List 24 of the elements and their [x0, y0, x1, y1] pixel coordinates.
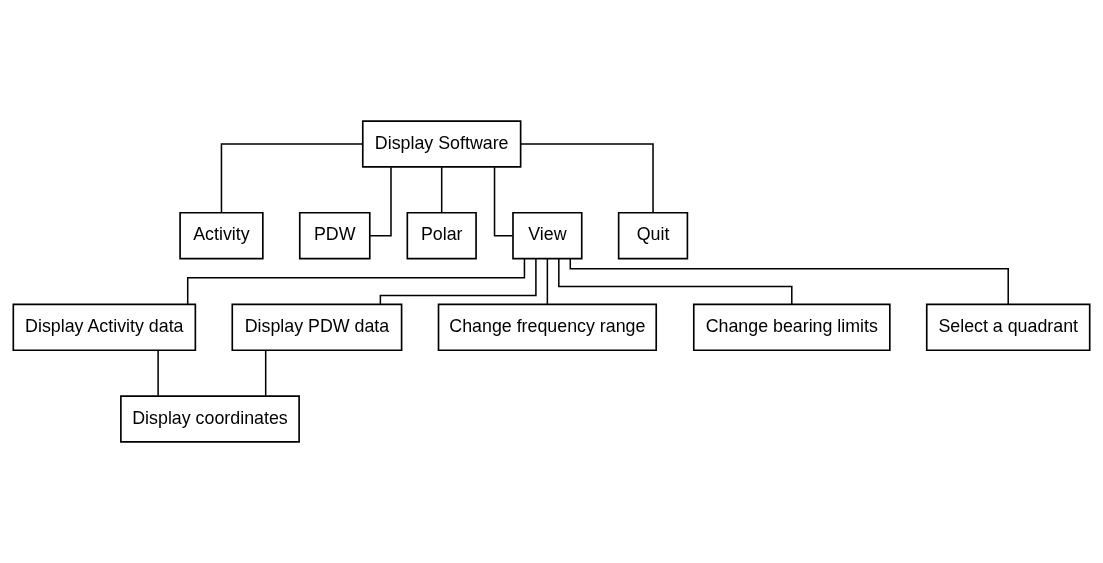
node-box: Quit [617, 211, 689, 260]
connector [546, 258, 549, 305]
connector [569, 257, 1009, 305]
connector [369, 166, 392, 237]
node-box: Activity [179, 211, 264, 260]
connector [220, 143, 363, 214]
connector [186, 257, 526, 305]
connector [493, 166, 514, 237]
connector [264, 349, 267, 397]
node-box: Select a quadrant [925, 303, 1091, 352]
node-box: Change frequency range [437, 303, 658, 352]
connector [379, 257, 537, 305]
connector [157, 349, 159, 397]
node-box: Display Software [361, 120, 522, 168]
node-box: Display coordinates [120, 395, 300, 443]
node-box: Display PDW data [231, 303, 403, 352]
connector [558, 258, 793, 305]
connector [440, 166, 443, 213]
node-box: Display Activity data [12, 303, 197, 352]
node-box: View [512, 211, 583, 260]
node-box: Polar [406, 211, 477, 260]
node-box: PDW [298, 211, 371, 260]
connector [520, 143, 654, 214]
node-box: Change bearing limits [692, 303, 891, 352]
